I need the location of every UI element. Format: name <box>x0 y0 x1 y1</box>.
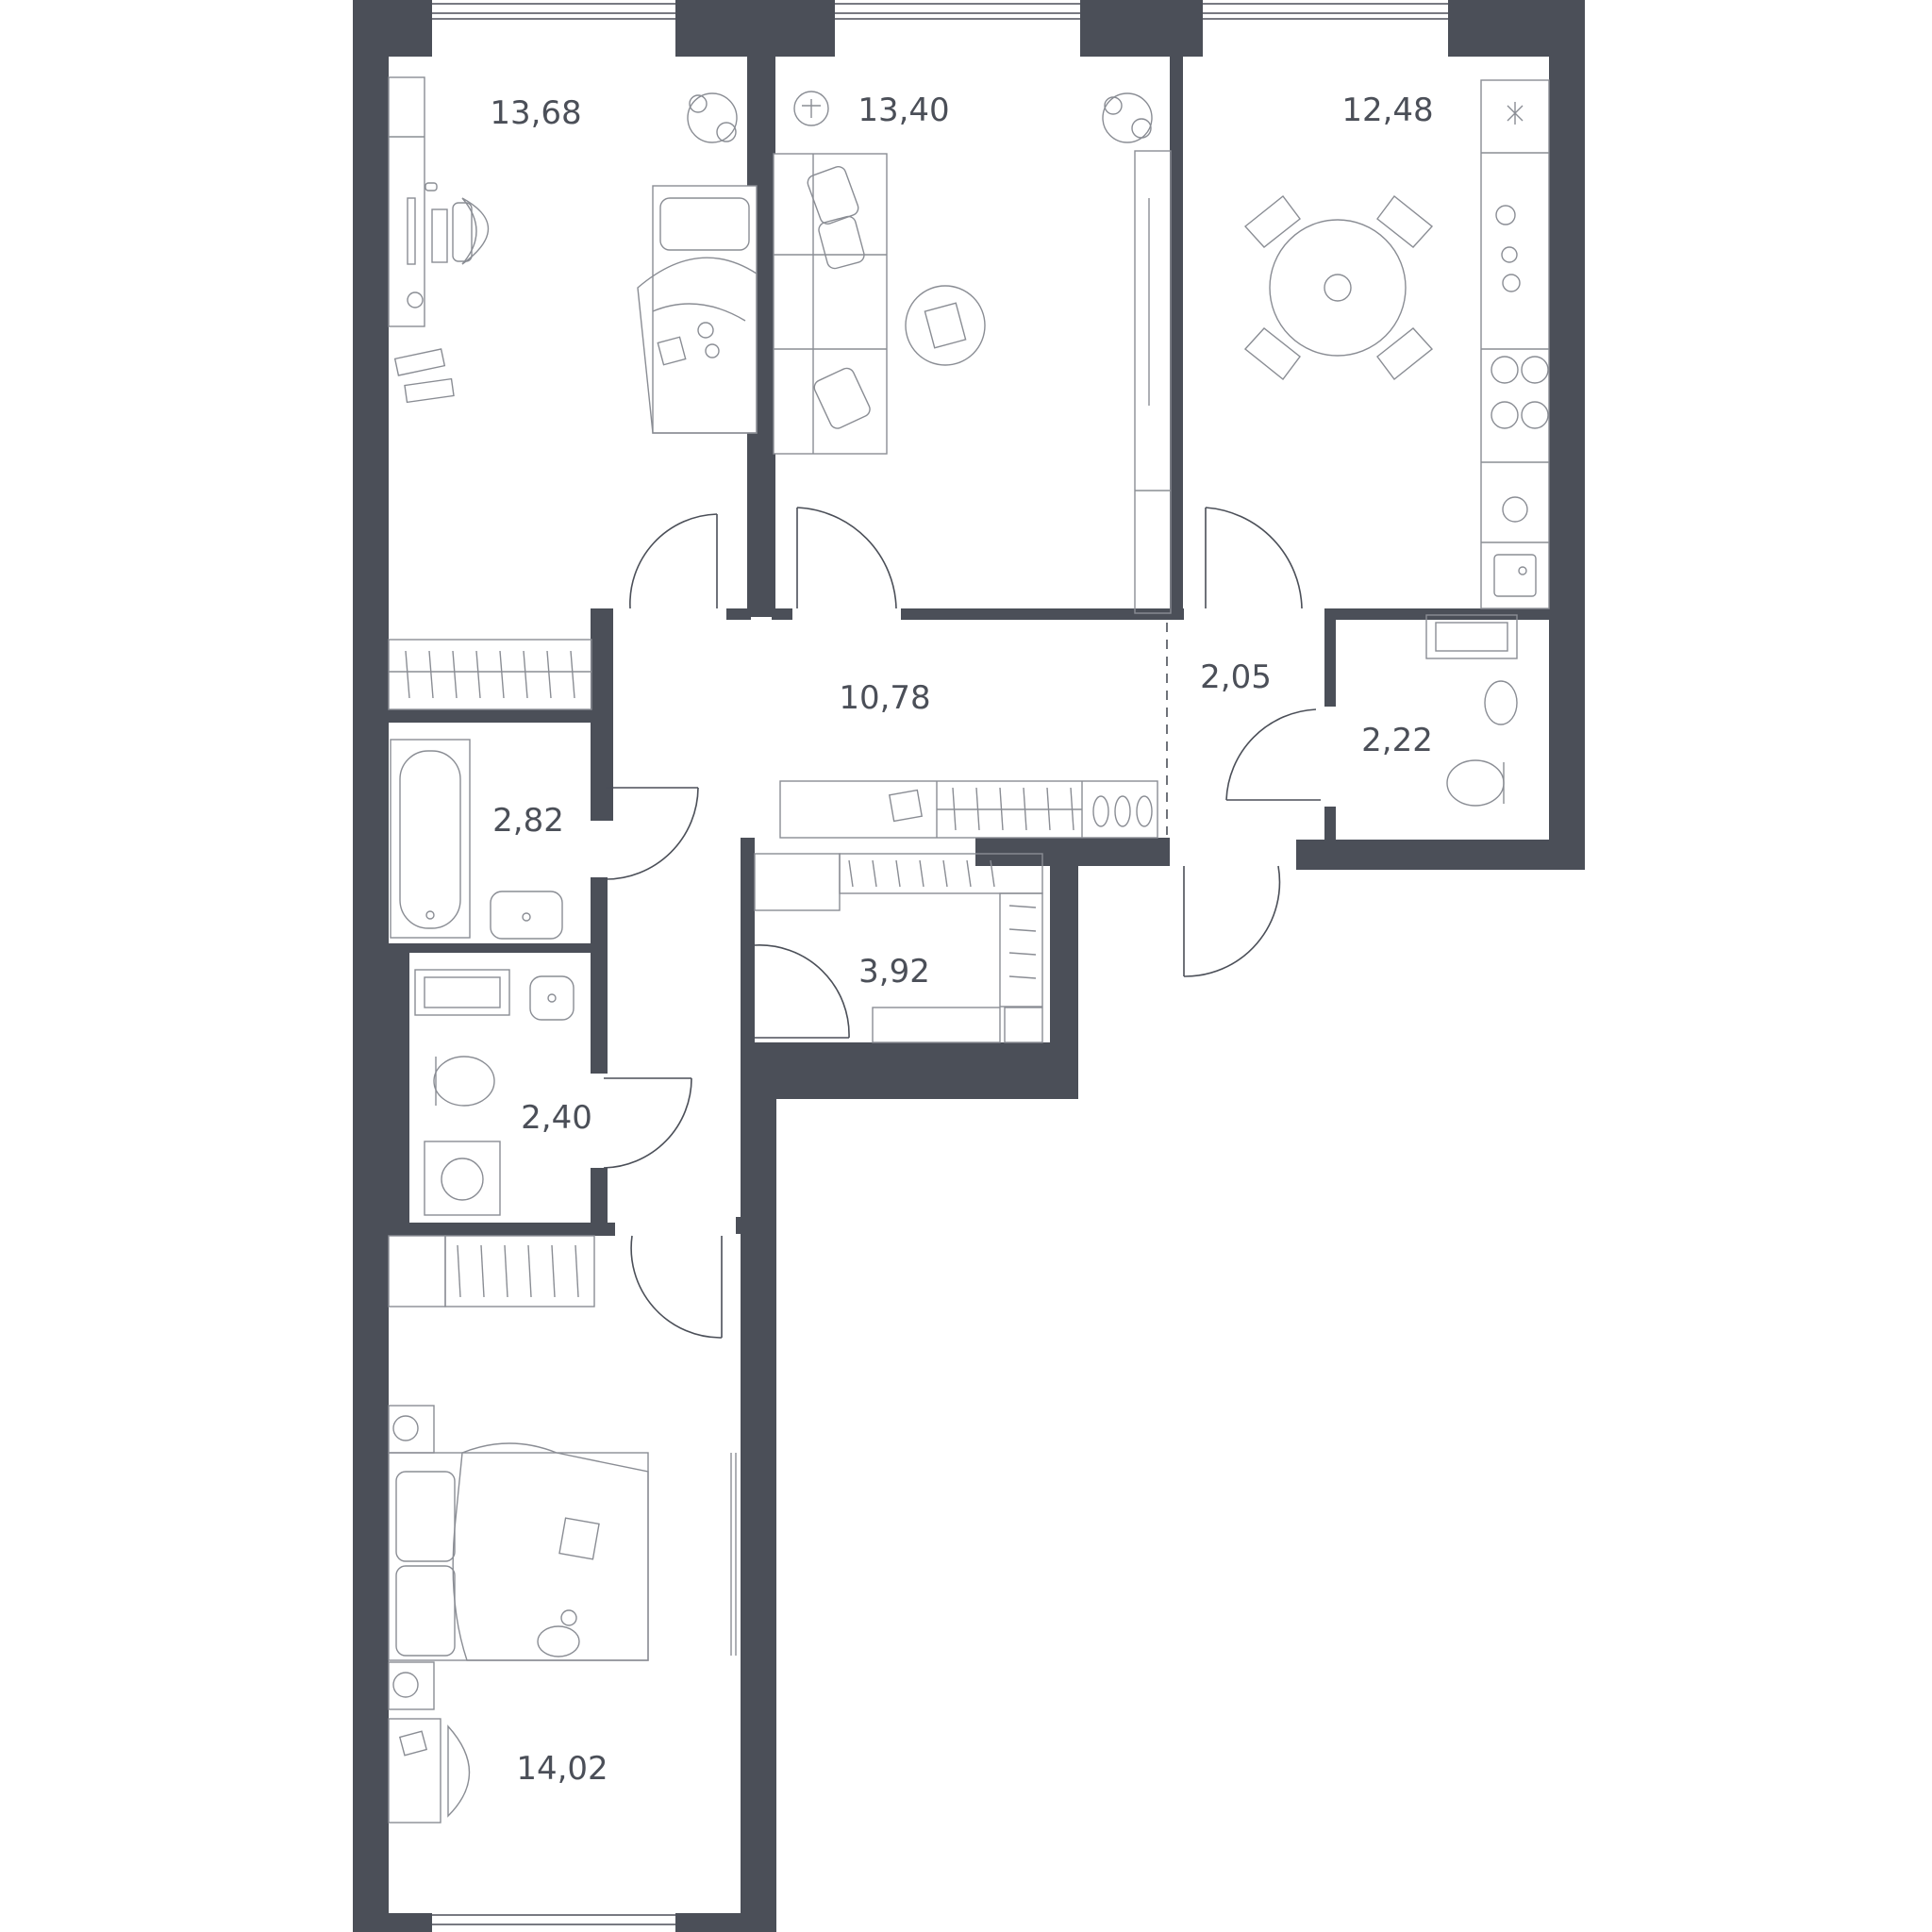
toy-icon <box>393 322 720 404</box>
stove-icon <box>1491 356 1549 429</box>
bed-icon <box>388 1442 649 1661</box>
wardrobe-icon <box>754 853 1043 1043</box>
sink-icon <box>490 891 563 940</box>
window-icon <box>432 0 1448 1932</box>
desk-icon <box>388 1718 471 1824</box>
nightstand-icon <box>388 1405 435 1710</box>
room-area-bedroom-top-left: 13,68 <box>490 94 581 132</box>
room-area-toilet-right: 2,22 <box>1361 722 1433 759</box>
chair-icon <box>407 197 489 308</box>
kitchen-counter-icon <box>1480 79 1550 609</box>
door-icon <box>603 507 1321 1339</box>
coffee-table-icon <box>793 91 986 366</box>
shoe-rack-icon <box>779 780 1158 839</box>
tv-icon <box>1134 150 1172 614</box>
room-area-bedroom-bottom: 14,02 <box>516 1750 608 1788</box>
room-area-hallway: 10,78 <box>839 679 930 717</box>
wardrobe-icon <box>388 639 592 710</box>
room-area-corridor: 2,05 <box>1200 658 1272 696</box>
cat-icon <box>537 1609 580 1657</box>
sofa-icon <box>773 153 888 455</box>
desk-icon <box>388 76 448 327</box>
wardrobe-icon <box>388 1235 595 1307</box>
washing-machine-icon <box>424 1141 501 1216</box>
area-labels: 13,68 13,40 12,48 10,78 2,05 2,22 2,82 3… <box>490 92 1433 1788</box>
dining-table-icon <box>1243 195 1434 380</box>
sink-icon <box>1493 496 1537 597</box>
bathtub-icon <box>390 739 471 939</box>
room-area-kitchen: 12,48 <box>1341 92 1433 129</box>
room-area-living-room: 13,40 <box>858 92 949 129</box>
room-area-toilet-laundry: 2,40 <box>521 1099 592 1137</box>
plant-icon <box>687 92 1153 143</box>
room-area-bathroom: 2,82 <box>492 802 564 840</box>
room-area-closet: 3,92 <box>858 953 930 991</box>
bed-icon <box>637 185 758 434</box>
mirror-icon <box>730 1453 737 1656</box>
toilet-icon <box>414 614 1518 1107</box>
